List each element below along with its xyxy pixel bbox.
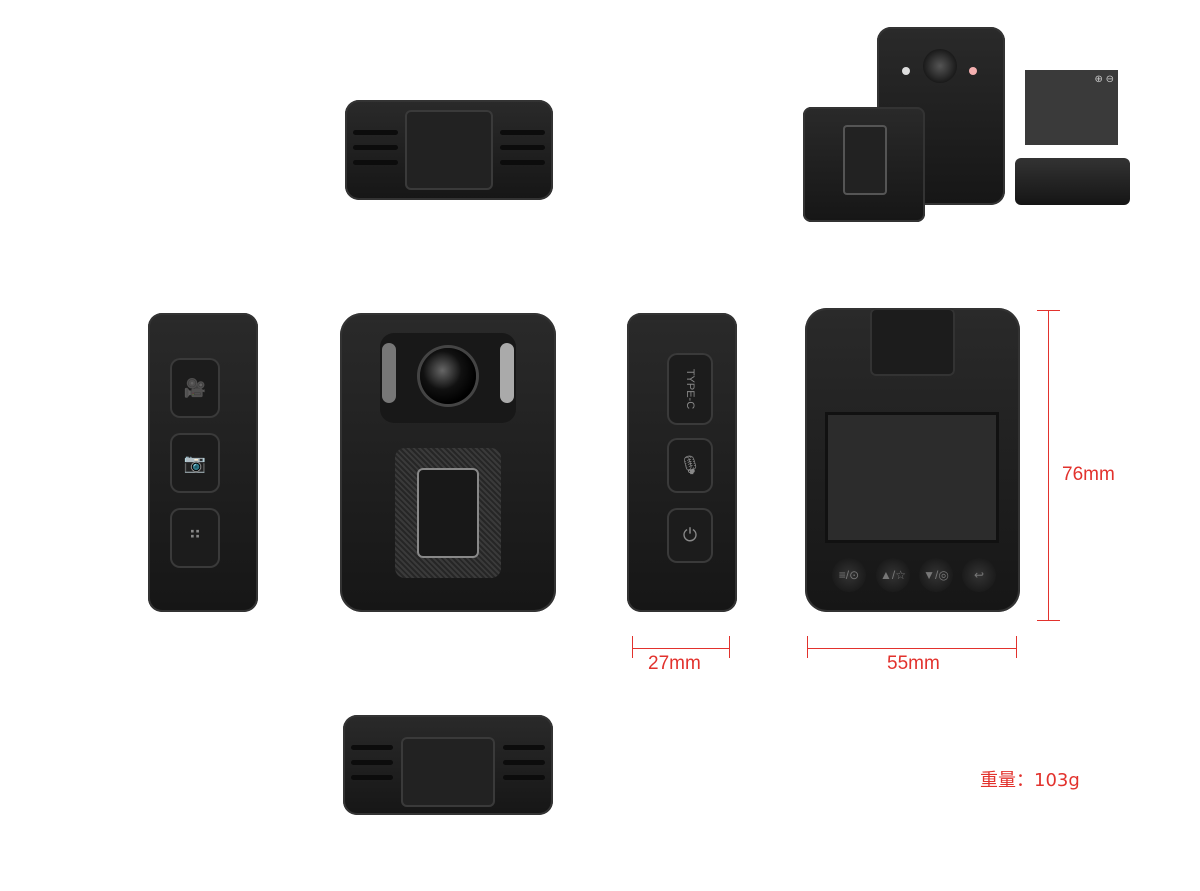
record-button[interactable]: 🎥	[170, 358, 220, 418]
camera-bottom-view	[343, 715, 553, 815]
charger-dock	[1015, 158, 1130, 205]
depth-label: 27mm	[648, 653, 701, 674]
microphone-button[interactable]: 🎙	[667, 438, 713, 493]
camera-right-side: TYPE-C 🎙 ⏻	[627, 313, 737, 612]
camera-back-view: ≡/⊙ ▲/☆ ▼/◎ ↩	[805, 308, 1020, 612]
weight-label: 重量：	[980, 770, 1034, 791]
camera-left-side: 🎥 📷 ⠛	[148, 313, 258, 612]
back-button-2[interactable]: ▲/☆	[876, 558, 910, 592]
type-c-port-cover[interactable]: TYPE-C	[667, 353, 713, 425]
width-label: 55mm	[887, 653, 940, 674]
power-button[interactable]: ⏻	[667, 508, 713, 563]
camera-lens	[420, 348, 476, 404]
back-button-3[interactable]: ▼/◎	[919, 558, 953, 592]
battery-cover	[803, 107, 925, 222]
photo-button[interactable]: 📷	[170, 433, 220, 493]
back-button-1[interactable]: ≡/⊙	[832, 558, 866, 592]
height-label: 76mm	[1062, 464, 1115, 485]
back-button-return[interactable]: ↩	[962, 558, 996, 592]
camera-front-view	[340, 313, 556, 612]
camera-top-view	[345, 100, 553, 200]
display-screen	[828, 415, 996, 540]
weight-value: 103g	[1034, 770, 1080, 791]
battery: ⊕ ⊖	[1025, 70, 1118, 145]
weight-spec: 重量：103g	[980, 766, 1080, 792]
menu-button[interactable]: ⠛	[170, 508, 220, 568]
